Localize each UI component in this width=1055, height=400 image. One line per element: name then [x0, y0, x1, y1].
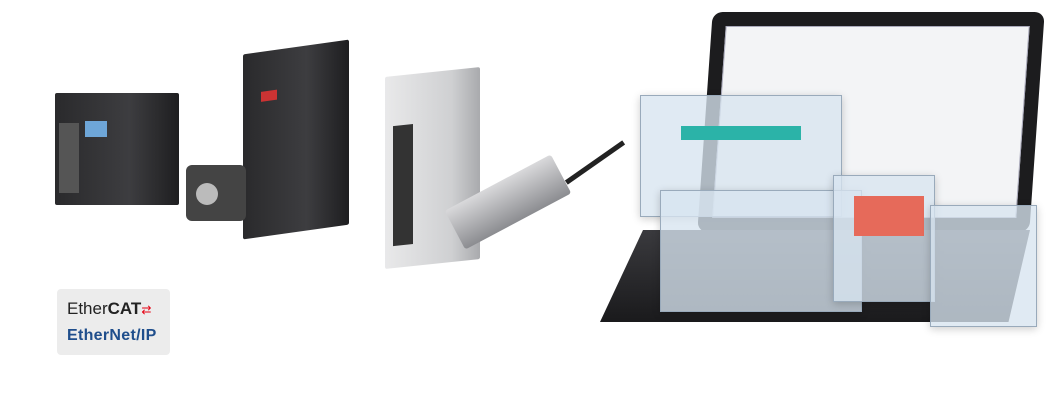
software-window-parameters: [660, 190, 862, 312]
plc-ports: [59, 123, 79, 193]
ethercat-arrow-icon: ⇄: [141, 303, 152, 317]
panel-header-icons: [681, 126, 801, 140]
software-window-chart: [930, 205, 1037, 327]
ethernetip-logo: EtherNet/IP: [67, 327, 157, 344]
software-window-status: [833, 175, 935, 302]
drive-display: [261, 89, 277, 102]
network-logos: EtherCAT⇄ EtherNet/IP: [57, 289, 170, 355]
ethercat-suffix: CAT: [107, 299, 142, 318]
ethercat-logo: EtherCAT⇄: [67, 299, 151, 319]
drive-connectors: [393, 124, 413, 247]
status-tiles: [854, 196, 924, 236]
plc-display: [85, 121, 107, 137]
actuator-cable: [564, 140, 626, 185]
servo-drive-black: [243, 39, 349, 240]
servo-motor: [186, 165, 246, 221]
plc-controller: [55, 93, 179, 205]
motor-shaft: [196, 183, 218, 205]
ethercat-prefix: Ether: [67, 299, 108, 318]
